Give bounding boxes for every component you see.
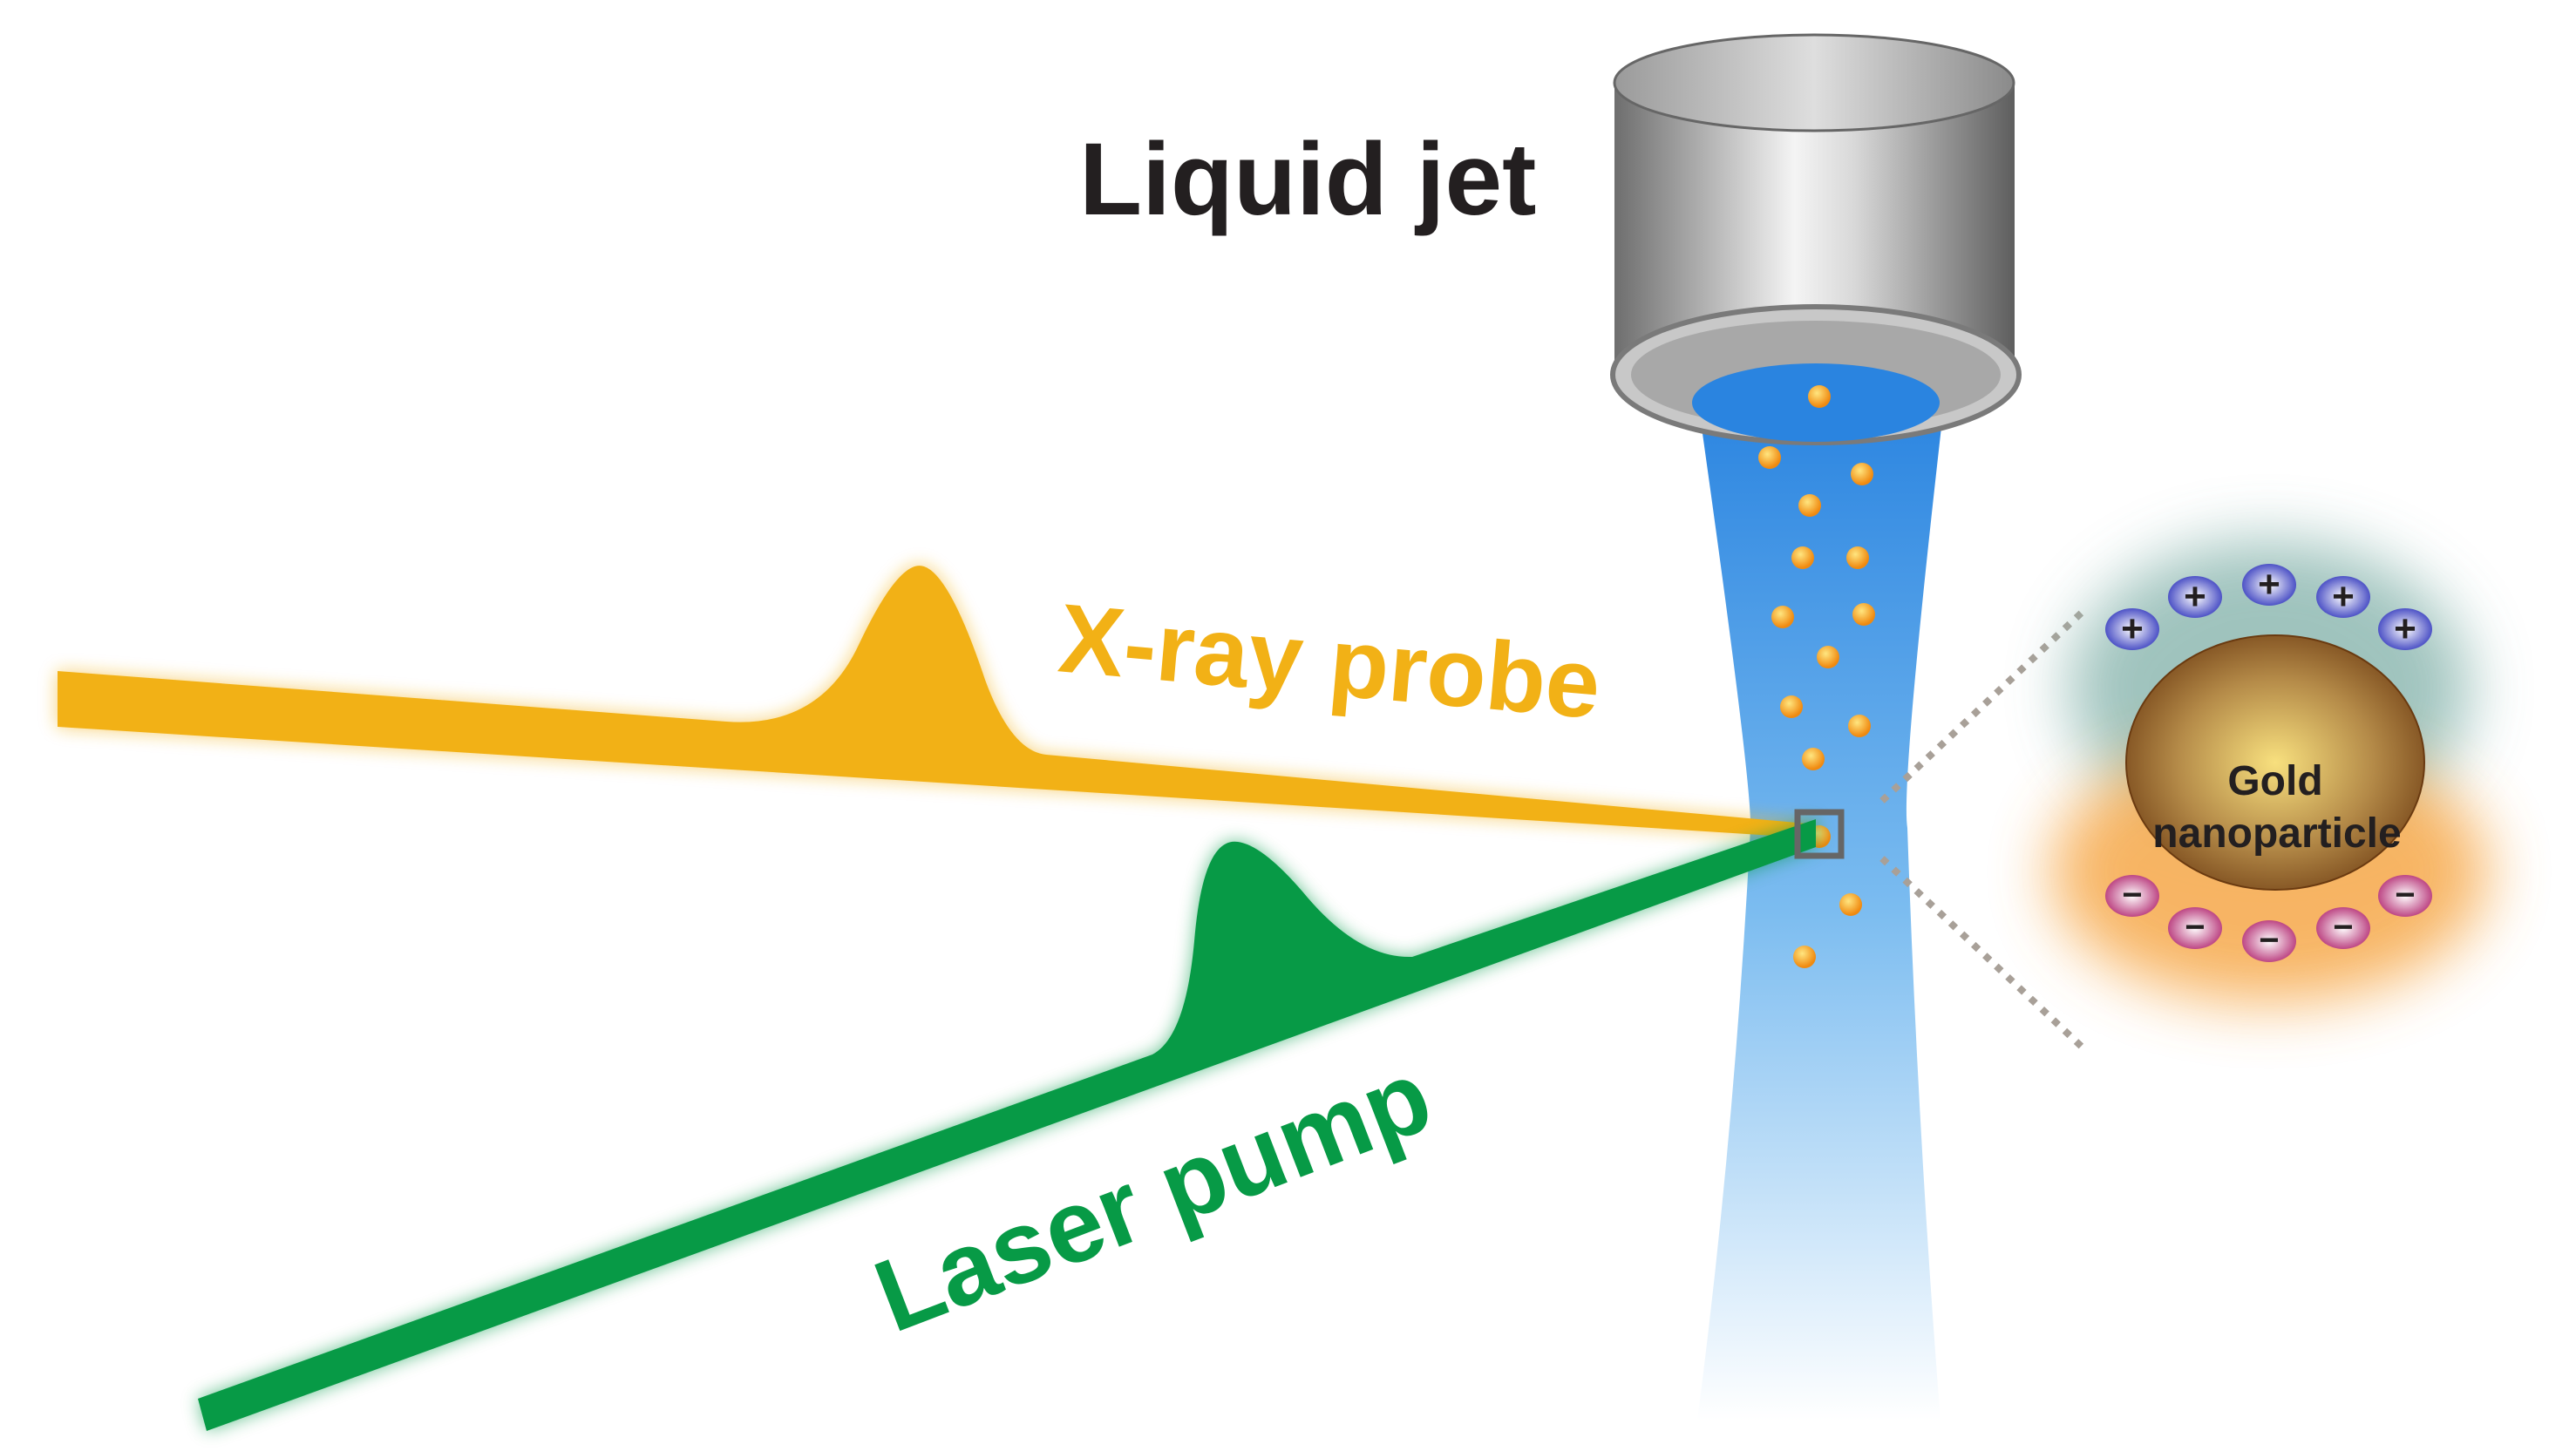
negative-ion: − <box>2168 907 2222 949</box>
title-liquid-jet: Liquid jet <box>1079 122 1536 237</box>
xray-beam <box>58 566 1816 838</box>
nanoparticle-dot <box>1852 603 1875 626</box>
focus-box <box>1794 809 1845 859</box>
nanoparticle-dot <box>1793 946 1816 968</box>
gold-nanoparticle <box>2125 634 2425 891</box>
liquid-jet-stream <box>1697 397 1945 1420</box>
negative-ion: − <box>2105 875 2159 917</box>
negative-ion: − <box>2378 875 2432 917</box>
negative-sign: − <box>2395 876 2415 914</box>
nanoparticle-dot <box>1839 893 1862 916</box>
nanoparticle-dot <box>1808 385 1831 408</box>
positive-ion: + <box>2168 575 2222 618</box>
nanoparticle-dot <box>1851 463 1873 485</box>
negative-sign: − <box>2122 876 2142 914</box>
nanoparticle-dot <box>1846 546 1869 569</box>
positive-sign: + <box>2121 607 2144 650</box>
negative-sign: − <box>2185 908 2205 946</box>
positive-sign: + <box>2258 563 2280 606</box>
nanoparticle-dot <box>1758 446 1781 469</box>
positive-ion: + <box>2378 607 2432 650</box>
negative-ion: − <box>2242 920 2296 962</box>
nanoparticle-dot <box>1802 748 1825 770</box>
positive-ion: + <box>2242 563 2296 606</box>
particle-label-line1: Gold <box>2227 758 2322 804</box>
positive-ion: + <box>2105 607 2159 650</box>
nanoparticle-dot <box>1791 546 1814 569</box>
nozzle-icon <box>1610 33 2022 445</box>
negative-sign: − <box>2333 908 2353 946</box>
xray-probe-label: X-ray probe <box>1055 583 1605 739</box>
laser-beam <box>198 819 1816 1431</box>
negative-ion: − <box>2316 907 2370 949</box>
positive-sign: + <box>2184 575 2206 618</box>
positive-ion: + <box>2316 575 2370 618</box>
particle-label-line2: nanoparticle <box>2152 810 2401 857</box>
nanoparticle-dot <box>1848 715 1871 737</box>
negative-sign: − <box>2259 921 2279 959</box>
nanoparticle-dot <box>1780 695 1803 718</box>
nanoparticle-dot <box>1771 606 1794 628</box>
positive-sign: + <box>2394 607 2416 650</box>
positive-sign: + <box>2332 575 2355 618</box>
nanoparticle-dot <box>1798 494 1821 517</box>
nanoparticle-dot <box>1817 646 1839 668</box>
